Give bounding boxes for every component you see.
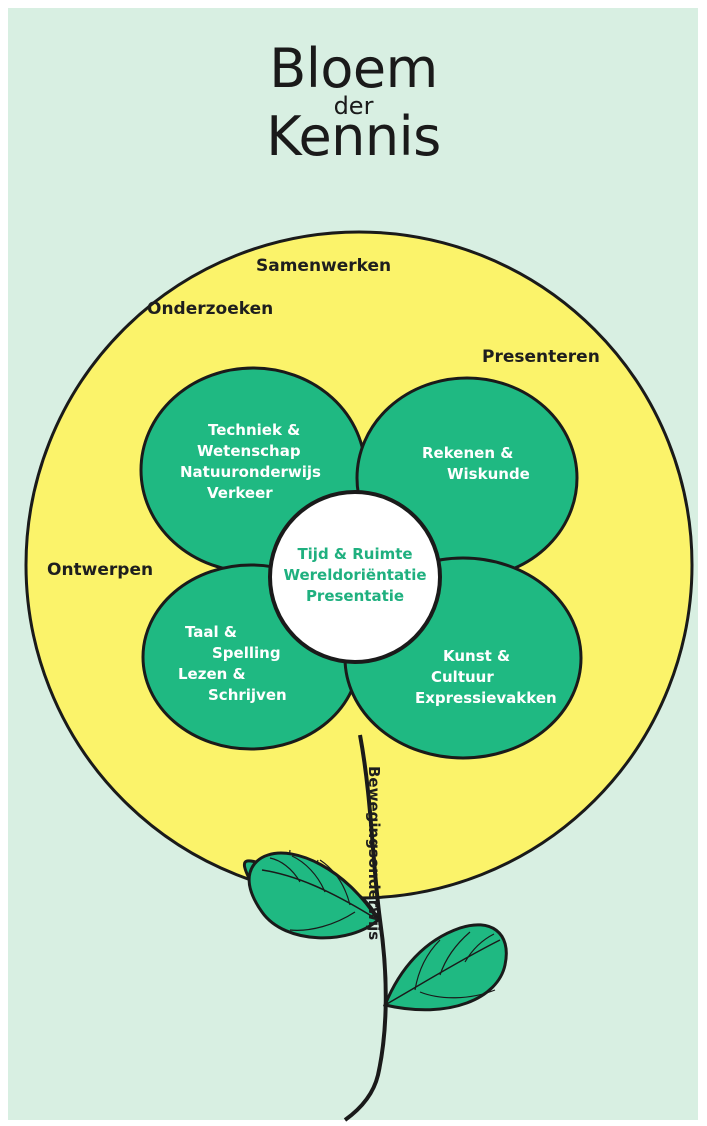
- stem-label: Bewegingsonderwijs: [365, 766, 383, 941]
- petal-line: Cultuur: [431, 668, 494, 686]
- petal-line: Rekenen &: [422, 444, 514, 462]
- skill-presenteren: Presenteren: [482, 347, 600, 367]
- title-line-1: Bloem: [269, 37, 438, 100]
- skill-onderzoeken: Onderzoeken: [147, 299, 274, 319]
- flower-center: [268, 490, 442, 664]
- petal-bottom-left-text: Taal & Spelling Lezen & Schrijven: [178, 622, 287, 706]
- center-line: Presentatie: [305, 587, 405, 605]
- petal-line: Verkeer: [207, 484, 273, 502]
- petal-line: Kunst &: [443, 647, 511, 665]
- petal-line: Expressievakken: [415, 689, 557, 707]
- skill-samenwerken: Samenwerken: [256, 256, 392, 276]
- petal-line: Wiskunde: [447, 465, 530, 483]
- skill-ontwerpen: Ontwerpen: [47, 560, 154, 580]
- petal-line: Taal &: [185, 623, 237, 641]
- petal-line: Schrijven: [208, 686, 287, 704]
- center-line: Wereldoriëntatie: [283, 566, 427, 584]
- title-line-3: Kennis: [266, 105, 441, 168]
- center-text: Tijd & Ruimte Wereldoriëntatie Presentat…: [265, 544, 445, 607]
- center-line: Tijd & Ruimte: [297, 545, 413, 563]
- petal-top-left-text: Techniek & Wetenschap Natuuronderwijs Ve…: [180, 420, 321, 504]
- petal-line: Natuuronderwijs: [180, 463, 321, 481]
- stem: [343, 734, 388, 1122]
- petal-line: Wetenschap: [197, 442, 301, 460]
- petal-bottom-right-text: Kunst & Cultuur Expressievakken: [415, 646, 557, 709]
- petal-line: Spelling: [212, 644, 281, 662]
- petal-line: Lezen &: [178, 665, 246, 683]
- petal-top-right-text: Rekenen & Wiskunde: [422, 443, 530, 485]
- title-line-2: der: [333, 92, 374, 120]
- petal-line: Techniek &: [208, 421, 301, 439]
